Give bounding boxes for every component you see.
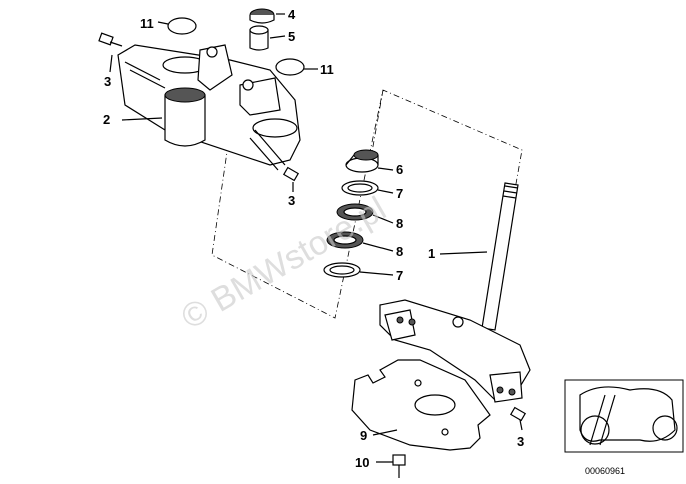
bush-part (249, 25, 269, 51)
label-3-lower: 3 (517, 434, 524, 449)
label-10: 10 (355, 455, 369, 470)
screw-bottom (392, 454, 406, 478)
screw-upper-left (98, 32, 123, 47)
reference-code: 00060961 (585, 466, 625, 476)
leader-lines (109, 13, 523, 463)
label-3-upper: 3 (104, 74, 111, 89)
label-8-upper: 8 (396, 216, 403, 231)
upper-fork-bridge (117, 44, 301, 171)
label-7-upper: 7 (396, 186, 403, 201)
adjusting-nut (345, 149, 379, 173)
label-5: 5 (288, 29, 295, 44)
screw-lower (509, 406, 527, 422)
screw-middle (282, 166, 300, 182)
label-11-left: 11 (140, 16, 154, 31)
rubber-cap-part (249, 8, 275, 24)
watermark: © BMWstore.pl (175, 189, 392, 336)
bearing-upper (336, 203, 374, 221)
label-7-lower: 7 (396, 268, 403, 283)
motorcycle-location-icon (579, 386, 678, 446)
label-2: 2 (103, 112, 110, 127)
label-8-lower: 8 (396, 244, 403, 259)
label-3-middle: 3 (288, 193, 295, 208)
label-9: 9 (360, 428, 367, 443)
cover-cap-left (167, 17, 197, 35)
location-inset (564, 379, 684, 453)
cover-cap-right (275, 58, 305, 76)
lower-fork-bridge-stem (379, 182, 531, 403)
bearing-lower (326, 231, 364, 249)
label-6: 6 (396, 162, 403, 177)
label-1: 1 (428, 246, 435, 261)
label-11-right: 11 (320, 62, 334, 77)
label-4: 4 (288, 7, 296, 22)
